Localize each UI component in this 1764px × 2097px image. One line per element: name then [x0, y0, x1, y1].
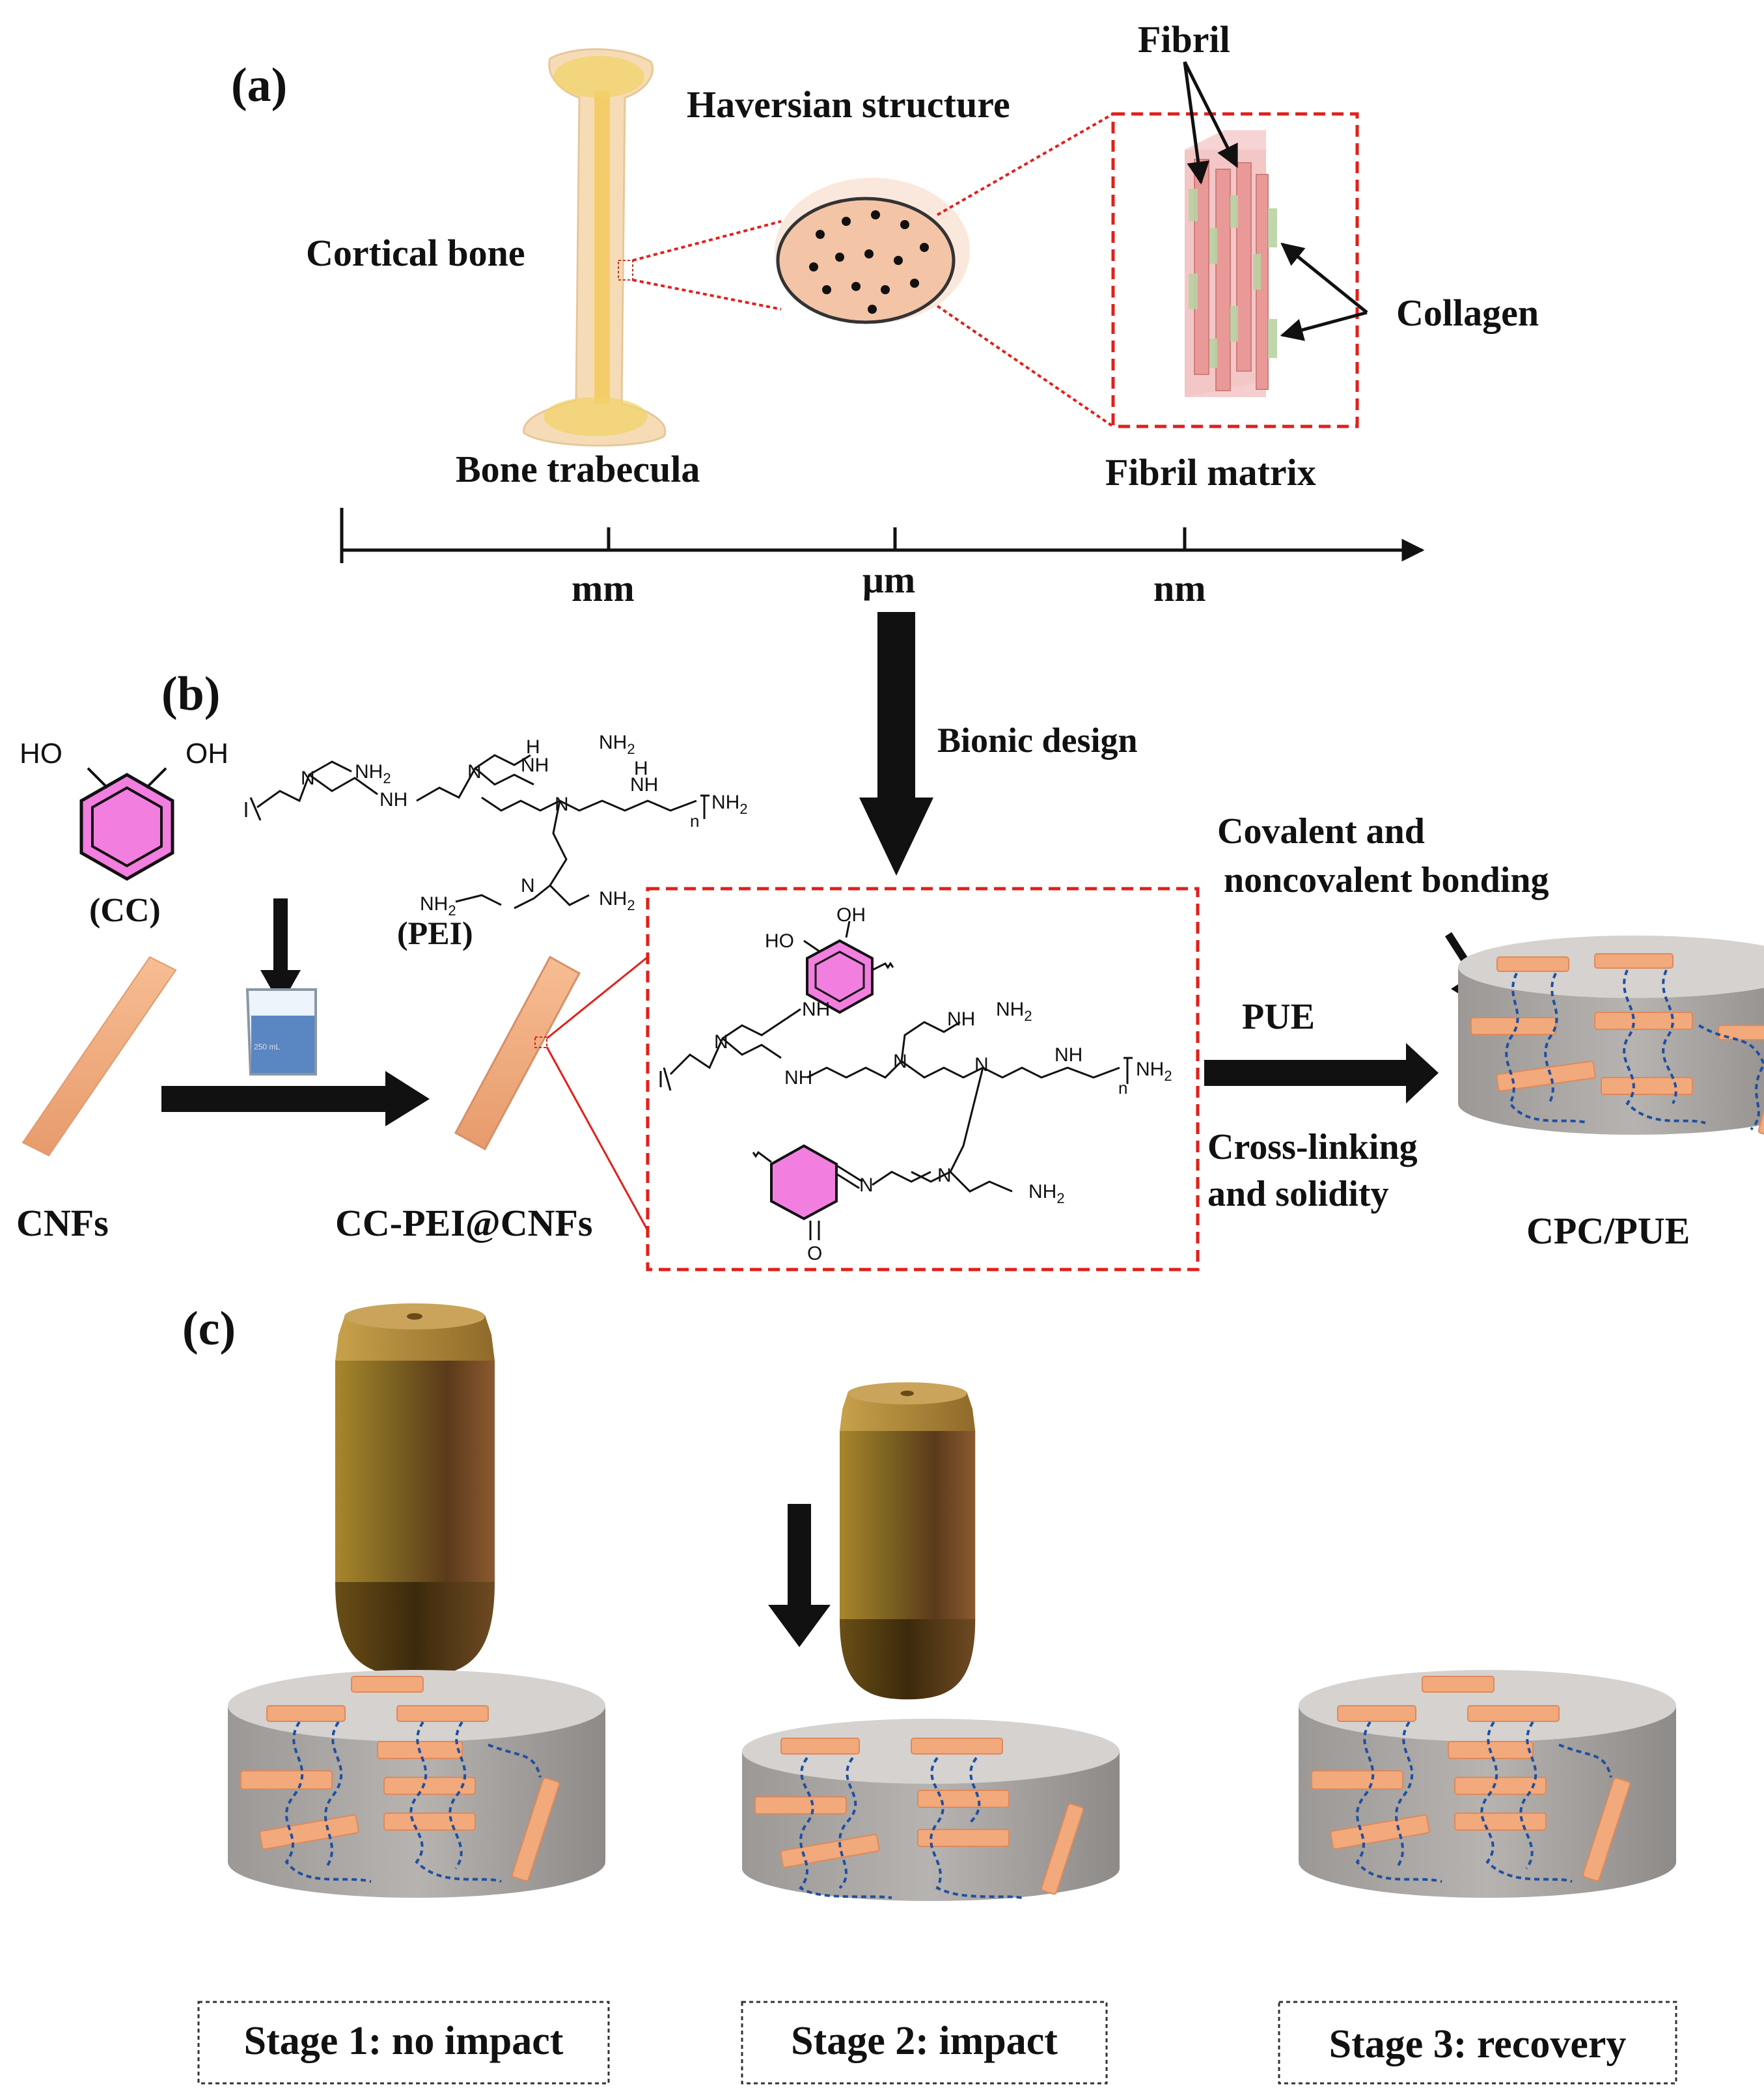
composite-stage-2 — [742, 1719, 1120, 1901]
pei-nh2-a: NH2 — [355, 761, 391, 786]
d-nh2-2: NH2 — [1136, 1059, 1172, 1084]
pei-structure — [245, 754, 710, 910]
stage-3-label: Stage 3: recovery — [1329, 2022, 1627, 2066]
collagen-arrow-1 — [1280, 242, 1368, 314]
d-n-1: N — [714, 1031, 728, 1053]
beaker-icon: 250 mL — [245, 988, 317, 1076]
cpc-pue-label: CPC/PUE — [1526, 1210, 1690, 1252]
collagen-arrow-2 — [1280, 311, 1368, 341]
zoom-line-b-top — [546, 956, 648, 1040]
grafted-oh: OH — [836, 904, 866, 926]
process-arrow-1 — [161, 1071, 430, 1126]
bonding-line-1: Covalent and — [1217, 811, 1425, 852]
bone-trabecula-label: Bone trabecula — [456, 448, 700, 490]
panel-c-label: (c) — [182, 1302, 236, 1355]
fibril-arrow-2 — [1183, 61, 1239, 169]
bonding-line-2: noncovalent bonding — [1224, 860, 1549, 900]
cc-ho: HO — [20, 738, 62, 770]
fibril-matrix-label: Fibril matrix — [1105, 451, 1316, 493]
d-n-3: N — [974, 1054, 989, 1076]
fibril-matrix-box — [1111, 112, 1359, 428]
d-nh-3: NH — [947, 1008, 975, 1030]
pei-nh2-e: NH2 — [599, 888, 635, 913]
tick-mm: mm — [572, 567, 635, 609]
pue-label: PUE — [1242, 997, 1315, 1037]
bullet-stage-1 — [335, 1303, 495, 1676]
bionic-design-label: Bionic design — [937, 721, 1138, 760]
cross-linking-line-1: Cross-linking — [1207, 1127, 1418, 1167]
pei-nh-a: NH — [379, 789, 407, 811]
stage-1-box — [197, 2001, 610, 2085]
d-n-2: N — [893, 1051, 907, 1072]
pei-n-b: N — [467, 761, 482, 783]
composite-stage-1 — [228, 1670, 605, 1898]
haversian-label: Haversian structure — [687, 83, 1010, 126]
stage-2-box — [741, 2001, 1108, 2085]
quinone-nh2: NH2 — [1028, 1181, 1065, 1206]
panel-b-label: (b) — [161, 667, 220, 721]
d-sub-n: n — [1118, 1078, 1127, 1098]
cross-linking-line-2: and solidity — [1207, 1174, 1389, 1214]
zoom-line-2-bottom — [936, 305, 1114, 428]
bone-illustration — [523, 48, 667, 447]
collagen-label: Collagen — [1396, 292, 1539, 334]
zoom-line-b-bottom — [545, 1046, 649, 1231]
pei-label: (PEI) — [397, 915, 473, 951]
d-nh-2: NH — [802, 999, 830, 1020]
bullet-stage-2 — [840, 1382, 976, 1700]
bionic-down-arrow — [859, 612, 933, 876]
grafted-ho: HO — [765, 930, 794, 952]
d-nh2-1: NH2 — [996, 999, 1032, 1024]
grafted-catechol — [803, 921, 894, 1014]
svg-text:250 mL: 250 mL — [254, 1042, 280, 1051]
pei-nh-b: NH — [521, 755, 549, 776]
catechol-structure — [79, 767, 174, 881]
stage-1-label: Stage 1: no impact — [244, 2019, 564, 2063]
d-nh-1: NH — [784, 1067, 812, 1089]
chem-detail-box — [646, 887, 1200, 1271]
tick-nm: nm — [1153, 567, 1206, 609]
fibril-arrow-1 — [1183, 61, 1210, 185]
cnf-rod — [21, 956, 177, 1157]
stage-2-label: Stage 2: impact — [791, 2019, 1058, 2063]
pei-h: H — [526, 736, 540, 758]
pei-n-a: N — [301, 768, 315, 789]
cpc-pue-cylinder — [1458, 936, 1764, 1137]
zoom-line-2-top — [937, 113, 1114, 216]
process-arrow-2 — [1204, 1043, 1439, 1104]
quinone-n: N — [859, 1174, 874, 1196]
scale-axis — [340, 508, 1425, 563]
pei-h-c: H — [634, 758, 648, 779]
zoom-line-top — [632, 220, 782, 262]
pei-nh2-d: NH2 — [420, 893, 456, 919]
pei-sub-n: n — [690, 811, 699, 831]
panel-a-label: (a) — [231, 59, 287, 112]
quinone-o: O — [807, 1243, 822, 1264]
cc-pei-cnf-rod — [454, 955, 581, 1151]
cc-label: (CC) — [89, 892, 161, 929]
zoom-line-bottom — [632, 279, 782, 311]
cortical-bone-label: Cortical bone — [306, 232, 525, 274]
pei-n-d: N — [521, 875, 535, 896]
composite-stage-3 — [1299, 1670, 1676, 1898]
quinone-n-2: N — [937, 1165, 952, 1186]
haversian-structure — [775, 178, 970, 324]
cnfs-label: CNFs — [16, 1202, 109, 1244]
quinone-ring — [752, 1144, 931, 1240]
tick-um: μm — [862, 559, 915, 601]
fibril-matrix-illustration — [1185, 130, 1277, 397]
cc-pei-cnfs-label: CC-PEI@CNFs — [335, 1202, 593, 1244]
add-down-arrow — [260, 898, 301, 1006]
fibril-label: Fibril — [1138, 18, 1230, 61]
grafted-pei-chain — [659, 1008, 1133, 1193]
pei-nh2-c: NH2 — [711, 792, 748, 817]
pei-nh2-b: NH2 — [599, 732, 635, 757]
cc-oh: OH — [186, 738, 228, 770]
d-nh-4: NH — [1054, 1044, 1082, 1066]
pei-nh-c: NH — [630, 774, 658, 796]
pei-n-c: N — [555, 794, 569, 815]
stage-3-box — [1278, 2001, 1677, 2085]
impact-arrow — [768, 1504, 831, 1647]
